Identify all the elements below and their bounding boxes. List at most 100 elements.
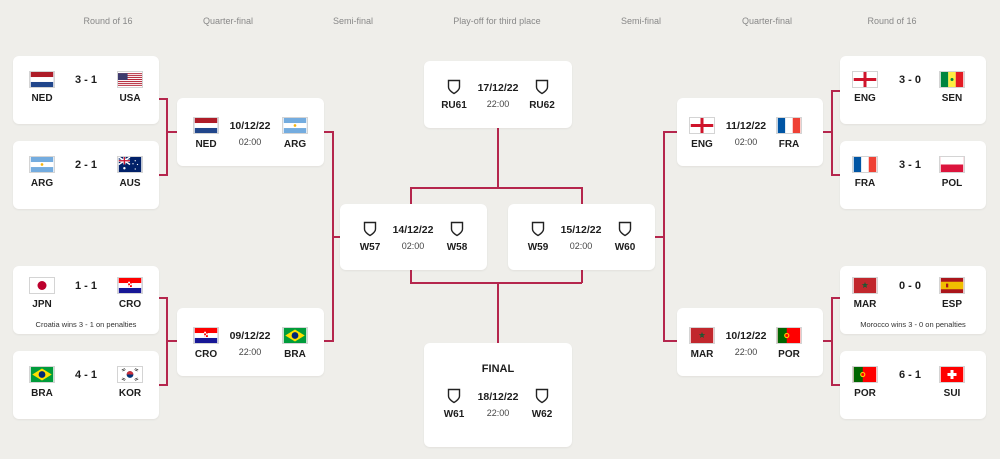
home-team: ENG	[845, 71, 885, 104]
match-score: 1 - 1	[74, 280, 97, 292]
header-round-of-16-left: Round of 16	[83, 16, 133, 26]
match-time: 02:00	[401, 241, 425, 251]
home-team: MAR	[845, 277, 885, 310]
france-flag-icon	[852, 156, 878, 173]
match-score: 0 - 0	[898, 280, 921, 292]
match-date: 11/12/22	[725, 120, 767, 132]
r16-match-por-sui[interactable]: POR 6 - 1 SUI	[840, 351, 986, 419]
match-score: 6 - 1	[898, 369, 921, 381]
away-team: W60	[605, 221, 645, 253]
shield-icon	[531, 221, 545, 237]
r16-match-arg-aus[interactable]: ARG 2 - 1 AUS	[13, 141, 159, 209]
r16-match-eng-sen[interactable]: ENG 3 - 0 SEN	[840, 56, 986, 124]
match-datetime: 18/12/22 22:00	[473, 391, 523, 418]
match-score: 2 - 1	[74, 159, 97, 171]
away-team: SEN	[932, 71, 972, 104]
morocco-flag-icon	[689, 327, 715, 344]
header-quarter-final-left: Quarter-final	[202, 16, 254, 26]
match-date: 10/12/22	[229, 120, 271, 132]
final-match[interactable]: FINAL W61 18/12/22 22:00 W62	[424, 343, 572, 447]
match-time: 02:00	[569, 241, 593, 251]
final-title: FINAL	[481, 363, 515, 375]
away-team-code: ESP	[941, 299, 962, 310]
home-team: NED	[22, 71, 62, 104]
home-team-code: ENG	[691, 139, 713, 150]
home-team-code: ARG	[30, 178, 54, 189]
away-team: POL	[932, 156, 972, 189]
home-team: W57	[350, 221, 390, 253]
japan-flag-icon	[29, 277, 55, 294]
netherlands-flag-icon	[29, 71, 55, 88]
match-time: 22:00	[238, 347, 262, 357]
home-team-code: W57	[359, 242, 381, 253]
qf-match-cro-bra[interactable]: CRO 09/12/22 22:00 BRA	[177, 308, 324, 376]
away-team: W58	[437, 221, 477, 253]
match-datetime: 10/12/22 02:00	[225, 120, 275, 147]
match-date: 10/12/22	[725, 330, 767, 342]
penalty-note: Croatia wins 3 - 1 on penalties	[35, 320, 137, 329]
qf-match-mar-por[interactable]: MAR 10/12/22 22:00 POR	[677, 308, 823, 376]
match-datetime: 17/12/22 22:00	[473, 82, 523, 109]
shield-icon	[535, 388, 549, 404]
away-team-code: KOR	[118, 388, 142, 399]
away-team: ESP	[932, 277, 972, 310]
home-team-code: RU61	[441, 100, 467, 111]
match-score: 3 - 1	[898, 159, 921, 171]
home-team: W61	[434, 388, 474, 420]
header-round-of-16-right: Round of 16	[867, 16, 917, 26]
shield-icon	[618, 221, 632, 237]
home-team: ENG	[682, 117, 722, 150]
shield-icon	[363, 221, 377, 237]
away-team: AUS	[110, 156, 150, 189]
shield-icon	[447, 388, 461, 404]
match-date: 17/12/22	[477, 82, 519, 94]
away-team: CRO	[110, 277, 150, 310]
poland-flag-icon	[939, 156, 965, 173]
away-team-code: SEN	[941, 93, 963, 104]
match-time: 22:00	[486, 99, 510, 109]
away-team-code: POR	[778, 349, 800, 360]
home-team: BRA	[22, 366, 62, 399]
match-score: 4 - 1	[74, 369, 97, 381]
away-team: W62	[522, 388, 562, 420]
home-team-code: FRA	[854, 178, 876, 189]
r16-match-ned-usa[interactable]: NED 3 - 1 USA	[13, 56, 159, 124]
third-place-match[interactable]: RU61 17/12/22 22:00 RU62	[424, 61, 572, 128]
qf-match-ned-arg[interactable]: NED 10/12/22 02:00 ARG	[177, 98, 324, 166]
match-date: 14/12/22	[392, 224, 434, 236]
away-team-code: AUS	[119, 178, 141, 189]
sf-match-w57-w58[interactable]: W57 14/12/22 02:00 W58	[340, 204, 487, 270]
home-team-code: W61	[443, 409, 465, 420]
senegal-flag-icon	[939, 71, 965, 88]
croatia-flag-icon	[193, 327, 219, 344]
home-team: RU61	[434, 79, 474, 111]
away-team: POR	[769, 327, 809, 360]
match-date: 09/12/22	[229, 330, 271, 342]
portugal-flag-icon	[852, 366, 878, 383]
match-datetime: 10/12/22 22:00	[721, 330, 771, 357]
home-team-code: BRA	[31, 388, 53, 399]
penalty-note: Morocco wins 3 - 0 on penalties	[860, 320, 966, 329]
qf-match-eng-fra[interactable]: ENG 11/12/22 02:00 FRA	[677, 98, 823, 166]
away-team-code: POL	[941, 178, 963, 189]
home-team: FRA	[845, 156, 885, 189]
r16-match-fra-pol[interactable]: FRA 3 - 1 POL	[840, 141, 986, 209]
match-datetime: 14/12/22 02:00	[388, 224, 438, 251]
away-team-code: RU62	[529, 100, 555, 111]
r16-match-jpn-cro[interactable]: JPN 1 - 1 CRO Croatia wins 3 - 1 on pena…	[13, 266, 159, 334]
home-team-code: JPN	[32, 299, 52, 310]
r16-match-mar-esp[interactable]: MAR 0 - 0 ESP Morocco wins 3 - 0 on pena…	[840, 266, 986, 334]
sf-match-w59-w60[interactable]: W59 15/12/22 02:00 W60	[508, 204, 655, 270]
home-team: NED	[186, 117, 226, 150]
usa-flag-icon	[117, 71, 143, 88]
match-time: 02:00	[238, 137, 262, 147]
match-datetime: 09/12/22 22:00	[225, 330, 275, 357]
r16-match-bra-kor[interactable]: BRA 4 - 1 KOR	[13, 351, 159, 419]
match-datetime: 15/12/22 02:00	[556, 224, 606, 251]
away-team-code: USA	[119, 93, 141, 104]
match-score: 3 - 0	[898, 74, 921, 86]
away-team-code: FRA	[778, 139, 800, 150]
away-team: SUI	[932, 366, 972, 399]
argentina-flag-icon	[282, 117, 308, 134]
match-datetime: 11/12/22 02:00	[721, 120, 771, 147]
